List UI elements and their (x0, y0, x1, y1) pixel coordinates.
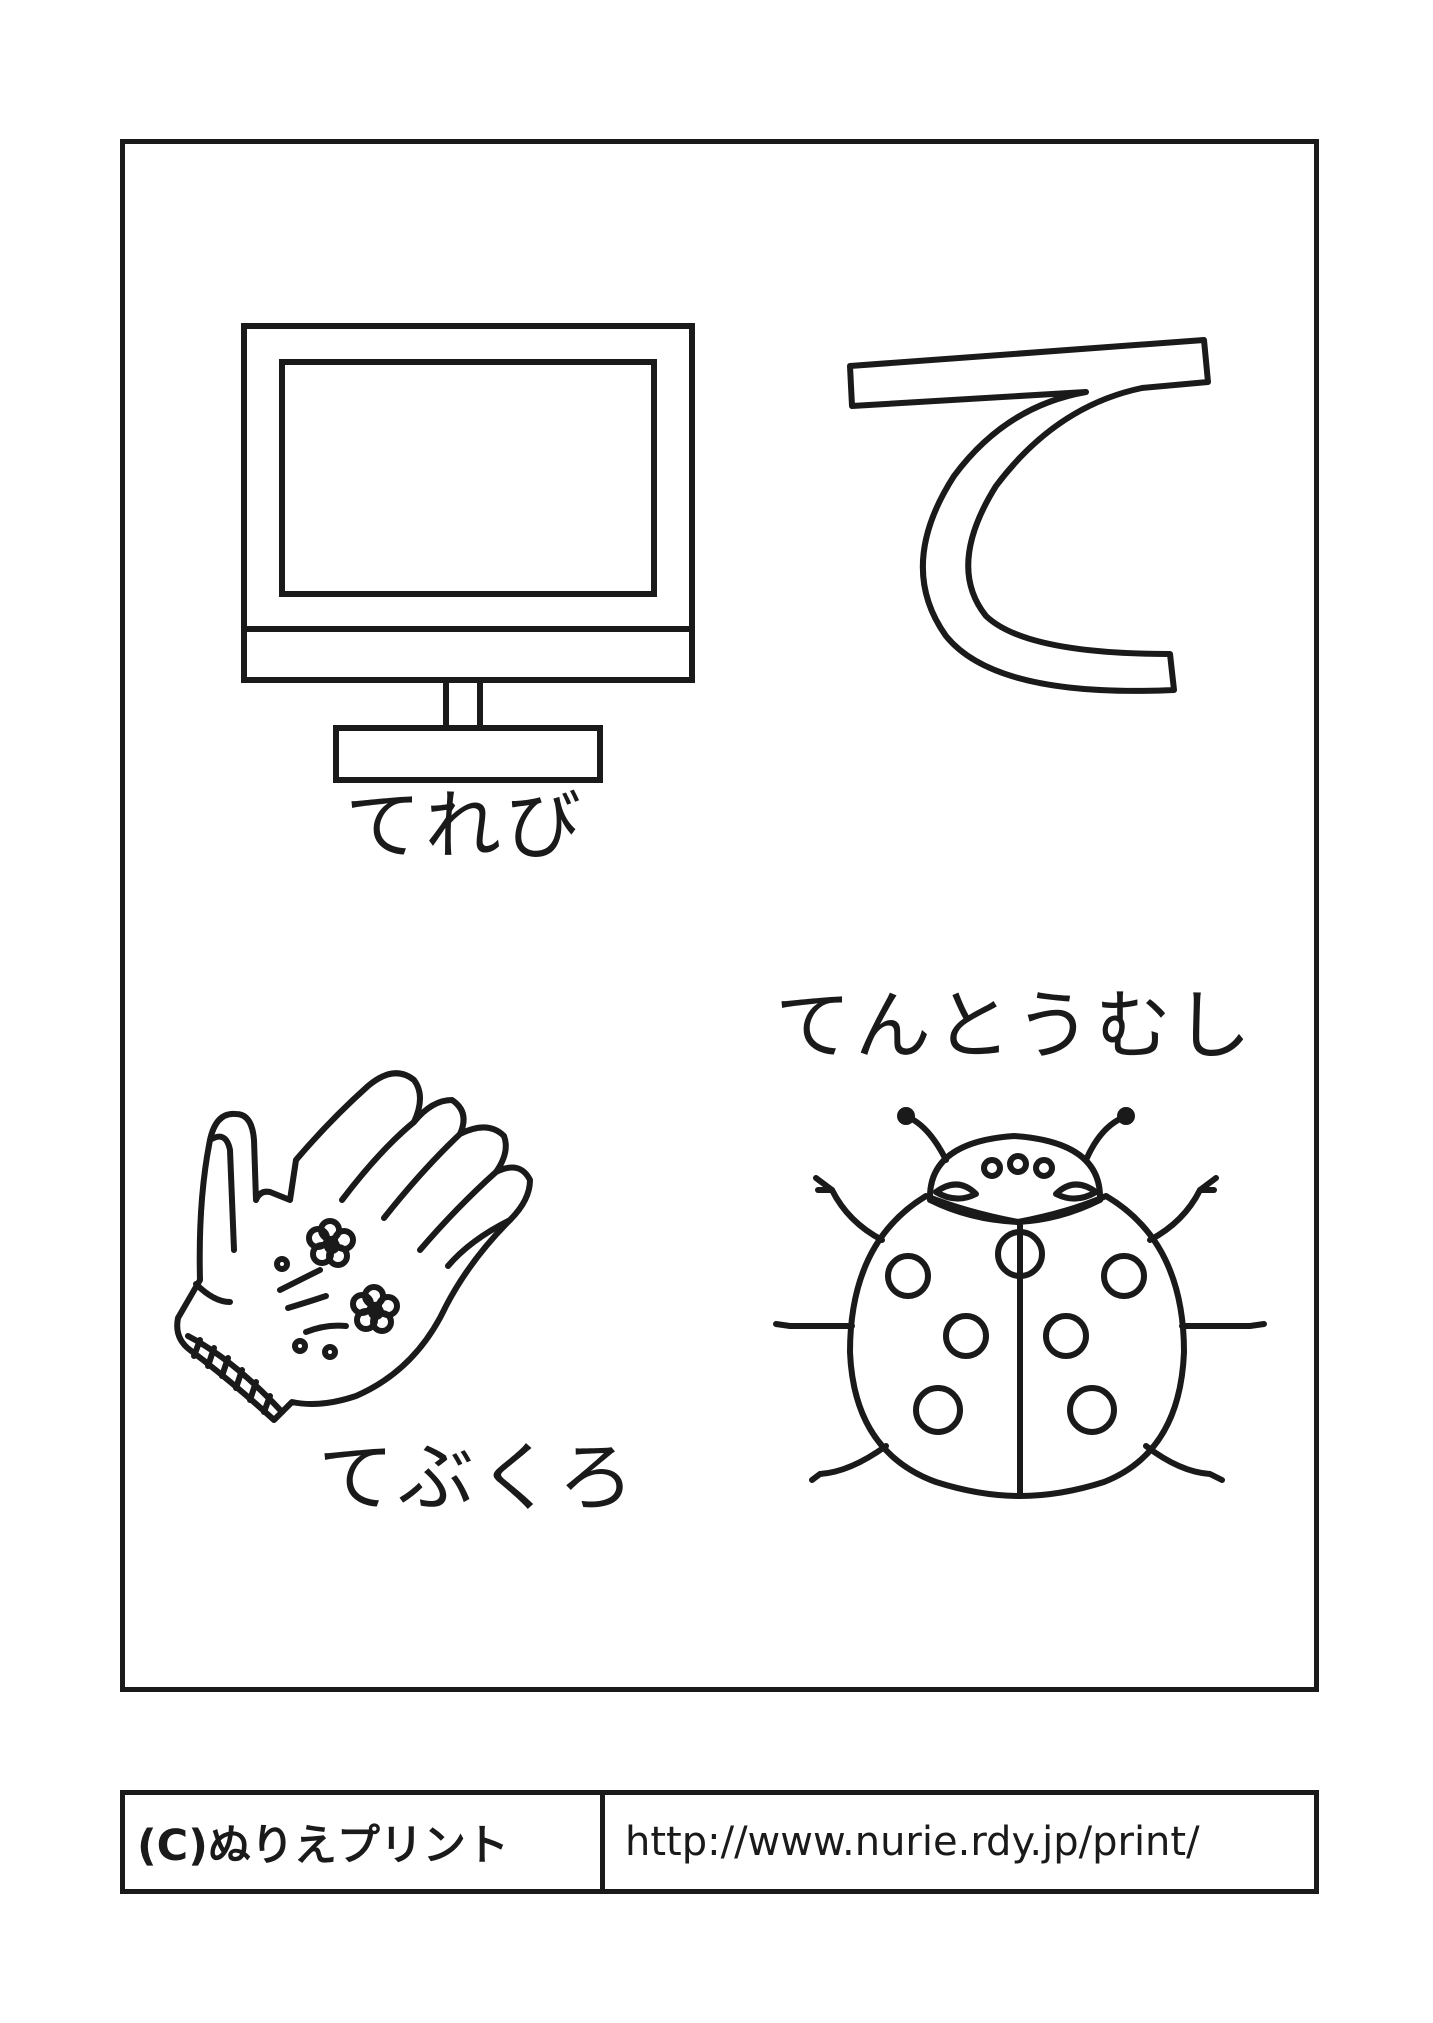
coloring-sheet-frame (120, 139, 1319, 1692)
item-label-tebukuro: てぶくろ (318, 1433, 638, 1522)
item-label-terebi: てれび (345, 781, 585, 870)
footer-copyright: (C)ぬりえプリント (125, 1795, 605, 1889)
hiragana-te-outline-icon (847, 337, 1211, 694)
footer-url-link[interactable]: http://www.nurie.rdy.jp/print/ (625, 1819, 1200, 1865)
item-label-tentoumushi: てんとうむし (775, 981, 1255, 1070)
ladybug-icon (773, 1107, 1267, 1499)
television-icon (241, 323, 695, 783)
glove-icon (174, 1070, 533, 1423)
footer: (C)ぬりえプリント http://www.nurie.rdy.jp/print… (120, 1790, 1319, 1894)
